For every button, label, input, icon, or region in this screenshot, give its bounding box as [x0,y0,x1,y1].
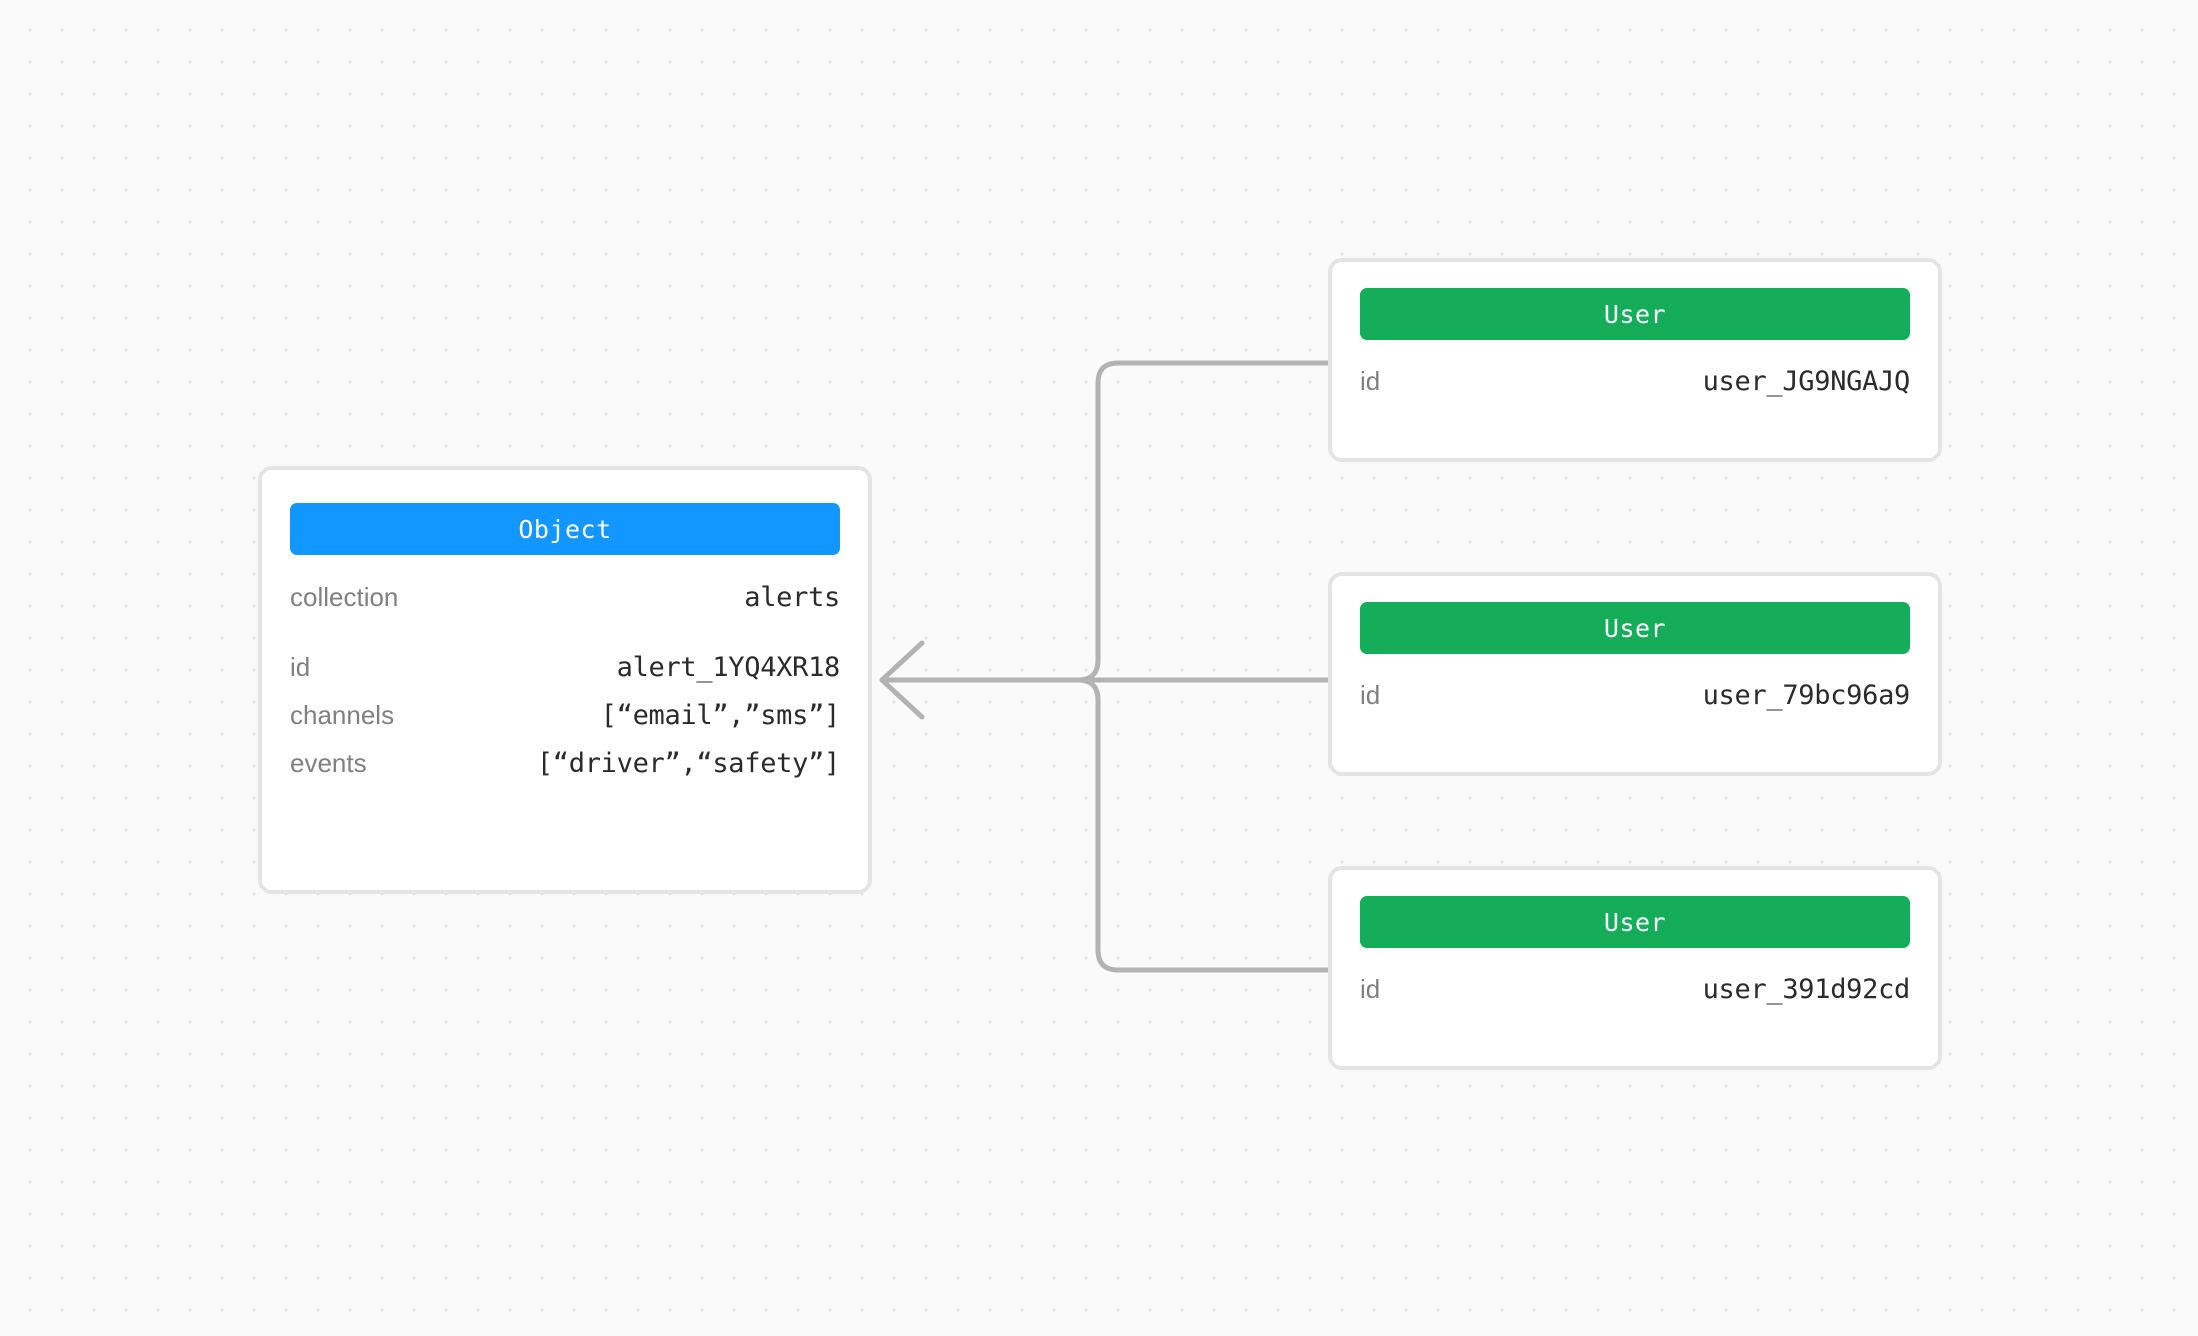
field-key: id [290,652,311,682]
user-node-fields: id user_79bc96a9 [1360,680,1910,726]
object-field-id: id alert_1YQ4XR18 [290,652,840,700]
user-node-3[interactable]: User id user_391d92cd [1328,866,1942,1070]
object-field-events: events [“driver”,“safety”] [290,748,840,796]
user-node-2[interactable]: User id user_79bc96a9 [1328,572,1942,776]
field-key: id [1360,974,1381,1004]
field-key: id [1360,680,1381,710]
arrowhead-icon [879,640,925,720]
field-key: events [290,748,367,778]
object-node-type-label: Object [290,503,840,555]
field-value: [“email”,”sms”] [600,700,841,731]
user-node-type-label: User [1360,288,1910,340]
user-node-type-label: User [1360,602,1910,654]
field-value: alerts [744,582,840,613]
object-node-fields: collection alerts id alert_1YQ4XR18 chan… [290,582,840,796]
object-field-collection: collection alerts [290,582,840,630]
field-key: channels [290,700,395,730]
user-field-id: id user_391d92cd [1360,974,1910,1020]
user-node-fields: id user_JG9NGAJQ [1360,366,1910,412]
field-value: user_391d92cd [1702,974,1911,1005]
object-field-channels: channels [“email”,”sms”] [290,700,840,748]
object-field-group-primary: collection alerts [290,582,840,630]
field-value: user_79bc96a9 [1702,680,1911,711]
field-key: id [1360,366,1381,396]
field-value: user_JG9NGAJQ [1702,366,1911,397]
user-field-id: id user_79bc96a9 [1360,680,1910,726]
user-field-id: id user_JG9NGAJQ [1360,366,1910,412]
user-node-1[interactable]: User id user_JG9NGAJQ [1328,258,1942,462]
user-node-fields: id user_391d92cd [1360,974,1910,1020]
object-field-group-secondary: id alert_1YQ4XR18 channels [“email”,”sms… [290,652,840,796]
edge-user1-to-object [1075,360,1335,683]
field-value: [“driver”,“safety”] [536,748,840,779]
edge-user3-to-object [1075,677,1335,973]
field-key: collection [290,582,399,612]
object-node[interactable]: Object collection alerts id alert_1YQ4XR… [258,466,872,894]
field-value: alert_1YQ4XR18 [616,652,841,683]
user-node-type-label: User [1360,896,1910,948]
